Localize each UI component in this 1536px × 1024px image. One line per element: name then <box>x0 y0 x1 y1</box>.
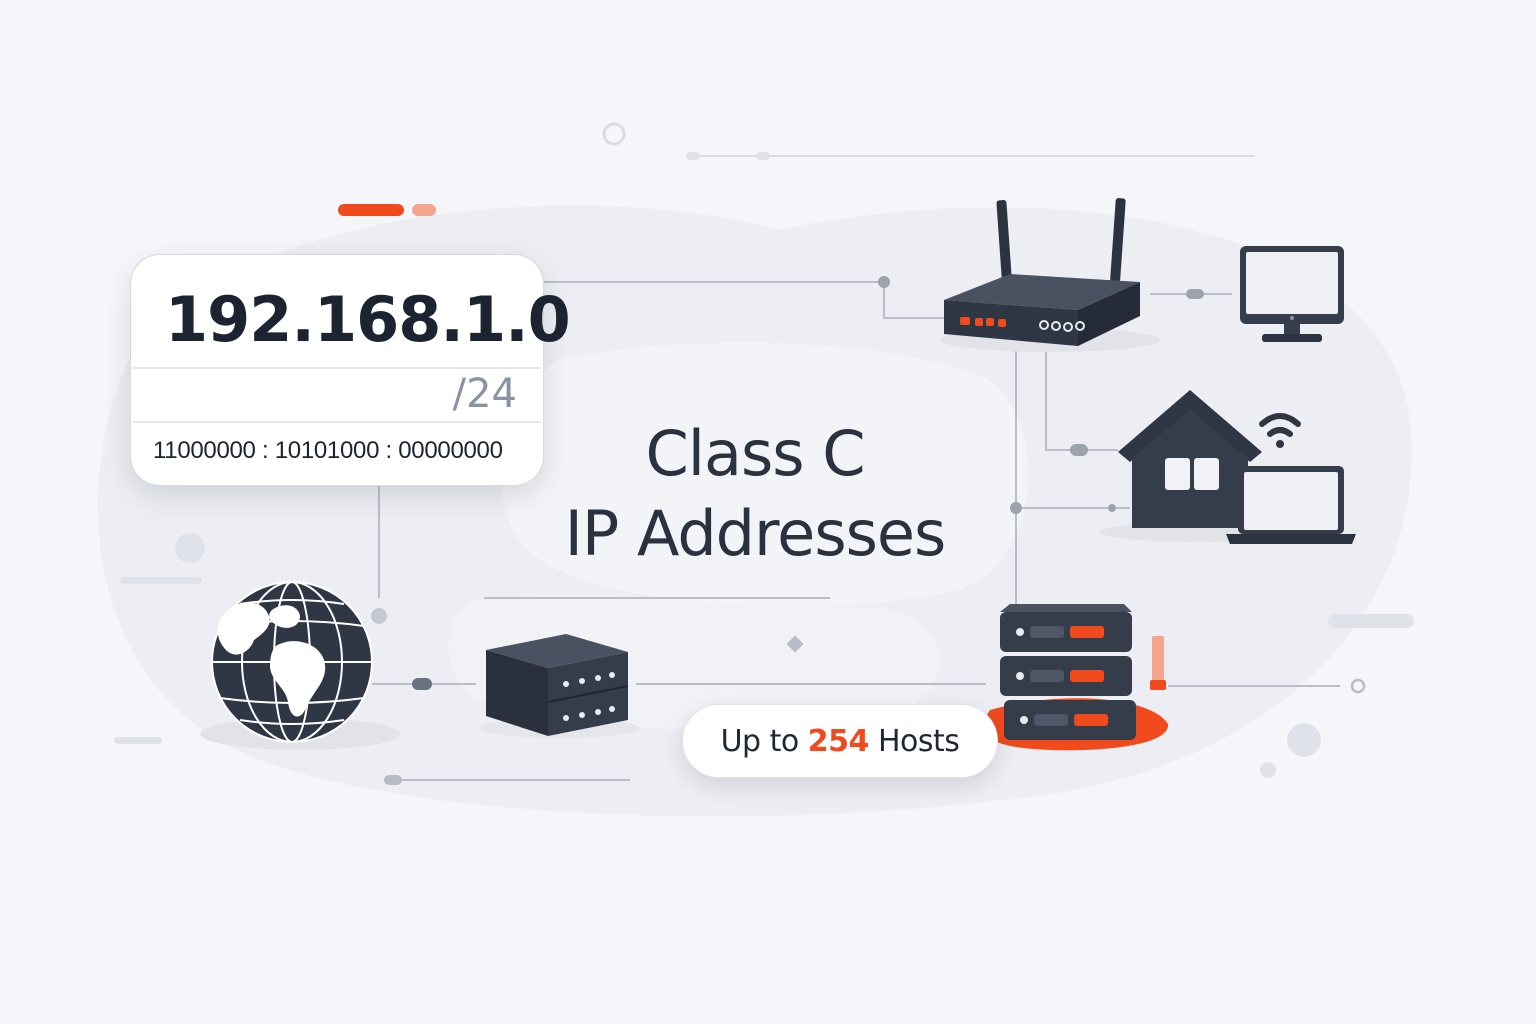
binary-separator: : <box>261 437 269 464</box>
monitor-stand <box>1284 324 1300 336</box>
hosts-prefix: Up to <box>720 724 800 759</box>
laptop-screen <box>1244 472 1338 530</box>
laptop-base <box>1226 534 1356 544</box>
decor-dash <box>114 737 162 744</box>
binary-octet-1: 11000000 <box>153 437 256 464</box>
accent-bar-light <box>412 204 436 216</box>
hosts-badge: Up to 254 Hosts <box>682 704 998 778</box>
title-line-1: Class C <box>645 417 865 490</box>
laptop-icon <box>1226 466 1356 544</box>
binary-octet-3: 00000000 <box>398 437 503 464</box>
accent-bar <box>338 204 404 216</box>
globe-continent-americas <box>217 602 270 655</box>
decor-dot <box>1260 762 1276 778</box>
globe-icon <box>200 581 400 750</box>
router-top <box>944 274 1140 310</box>
decor-ring <box>1350 678 1366 694</box>
binary-separator: : <box>385 437 393 464</box>
rack-unit-1 <box>1000 604 1132 652</box>
line-card-router <box>544 281 944 319</box>
card-divider <box>133 367 541 369</box>
rack-accent-stick <box>1152 636 1164 690</box>
decor-dash <box>120 577 202 584</box>
decor-dash <box>1328 614 1414 628</box>
house-icon <box>1100 390 1300 542</box>
wifi-icon <box>1259 413 1301 448</box>
ip-address-card: 192.168.1.0 /24 11000000 : 10101000 : 00… <box>130 254 571 486</box>
server-box-icon <box>480 634 640 738</box>
card-divider <box>133 421 541 423</box>
box-leds <box>563 672 615 721</box>
node-dot <box>1108 504 1116 512</box>
monitor-screen <box>1246 252 1338 314</box>
globe-continent-africa <box>270 641 326 717</box>
line-router-house <box>1045 346 1118 451</box>
router-antenna-right <box>1110 198 1126 283</box>
rack-accent-stick-base <box>1150 680 1166 690</box>
background-blob-light <box>500 342 1029 607</box>
monitor-dot <box>1290 316 1294 320</box>
server-rack-icon <box>983 604 1169 751</box>
node-dot <box>1010 502 1022 514</box>
subnet-prefix: /24 <box>452 371 517 417</box>
decor-dot <box>1287 723 1321 757</box>
globe-continent-europe <box>269 605 300 628</box>
router-front <box>944 300 1078 346</box>
house-window-right <box>1194 458 1219 490</box>
binary-representation: 11000000 : 10101000 : 00000000 <box>153 437 503 465</box>
node-pill <box>1186 289 1204 299</box>
rack-unit-2 <box>1000 656 1132 696</box>
node-dot <box>878 276 890 288</box>
box-left <box>486 650 548 736</box>
node-pill <box>384 775 402 785</box>
decorations <box>602 122 1366 694</box>
hosts-count: 254 <box>807 724 870 759</box>
house-roof <box>1118 390 1262 462</box>
ip-address: 192.168.1.0 <box>165 283 571 356</box>
connections <box>372 281 1340 781</box>
decor-dash <box>756 152 770 160</box>
router-leds <box>960 317 1085 332</box>
hosts-suffix: Hosts <box>877 724 960 759</box>
diagram-title: Class C IP Addresses <box>530 414 980 574</box>
decor-dash <box>686 152 700 160</box>
rack-unit-3 <box>1004 700 1136 740</box>
node-diamond <box>786 635 804 653</box>
node-dot <box>371 608 387 624</box>
node-pill <box>1070 444 1088 456</box>
router-icon <box>940 198 1160 352</box>
binary-octet-2: 10101000 <box>274 437 380 464</box>
monitor-base <box>1262 334 1322 342</box>
decor-dot <box>175 533 205 563</box>
router-side <box>1078 282 1140 346</box>
connection-nodes <box>371 276 1204 785</box>
decor-ring <box>602 122 626 146</box>
node-pill <box>412 678 432 690</box>
title-line-2: IP Addresses <box>564 497 947 570</box>
decor-fills <box>114 152 1414 778</box>
house-window-left <box>1165 458 1190 490</box>
box-divider <box>547 685 629 703</box>
monitor-icon <box>1240 246 1344 342</box>
router-antenna-left <box>996 200 1012 283</box>
box-top <box>486 634 628 668</box>
